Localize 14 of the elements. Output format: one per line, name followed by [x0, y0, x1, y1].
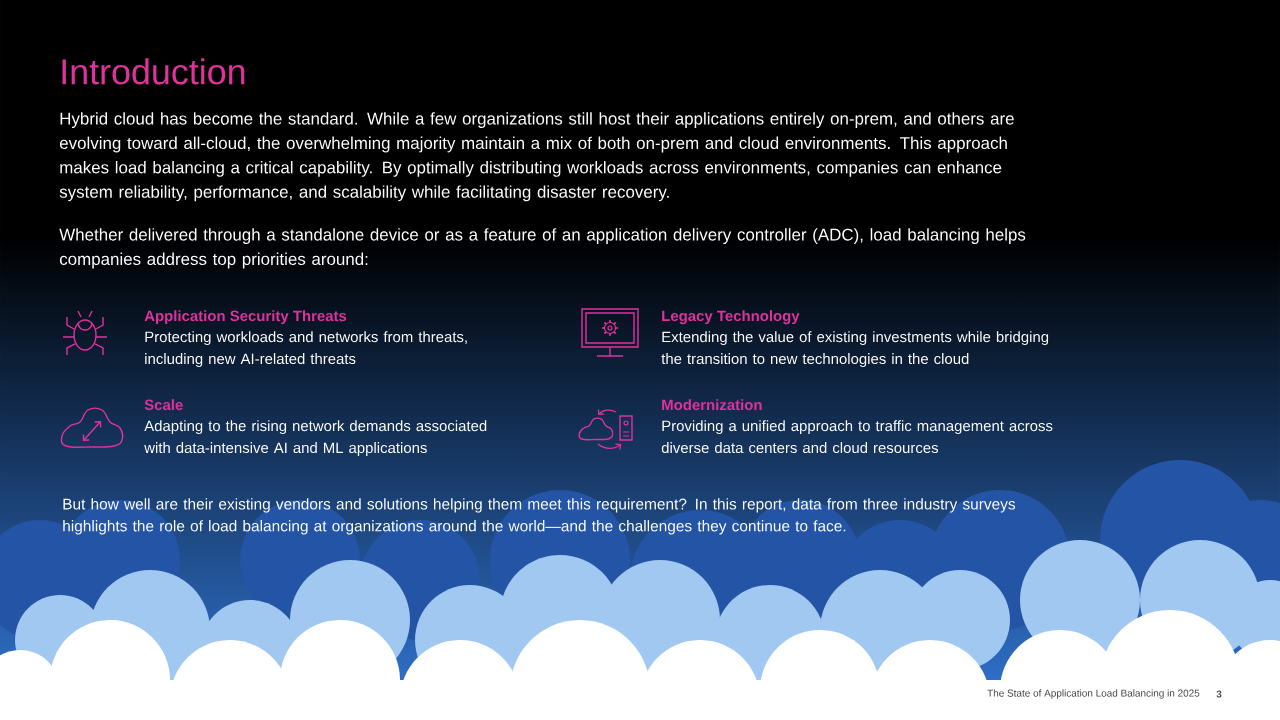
item-heading: Legacy Technology — [662, 310, 800, 325]
item-heading: Application Security Threats — [144, 310, 347, 325]
page-title: Introduction — [62, 58, 245, 85]
page-number: 3 — [1216, 690, 1222, 698]
paragraph: Hybrid cloud has become the standard. While a few organizations still host their applications entirely on-prem, and others are evolving toward all-cloud, the overwhelming majority maintain a mix of both on-prem and cloud environments. This approach makes load balancing a critical capability. By optimally distributing workloads across environments, companies can enhance system reliability, performance, and scalability while facilitating disaster recovery. — [59, 112, 1014, 202]
item-description: Providing a unified approach to traffic management across diverse data centers and cloud resources — [661, 420, 1053, 454]
footer-text: The State of Application Load Balancing in 2025 — [987, 689, 1200, 699]
item-description: Adapting to the rising network demands associated with data-intensive AI and ML applications — [144, 420, 487, 457]
item-description: Extending the value of existing investments while bridging the transition to new technologies in the cloud — [661, 331, 1049, 368]
item-heading: Modernization — [662, 399, 762, 411]
paragraph: But how well are their existing vendors and solutions helping them meet this requirement? In this report, data from three industry surveys highlights the role of load balancing at organizations around the world—and the challenges they continue to face. — [63, 498, 1016, 535]
item-heading: Scale — [144, 399, 183, 411]
paragraph: Whether delivered through a standalone device or as a feature of an application delivery controller (ADC), load balancing helps companies address top priorities around: — [59, 228, 1026, 269]
item-description: Protecting workloads and networks from threats, including new AI-related threats — [145, 331, 467, 368]
